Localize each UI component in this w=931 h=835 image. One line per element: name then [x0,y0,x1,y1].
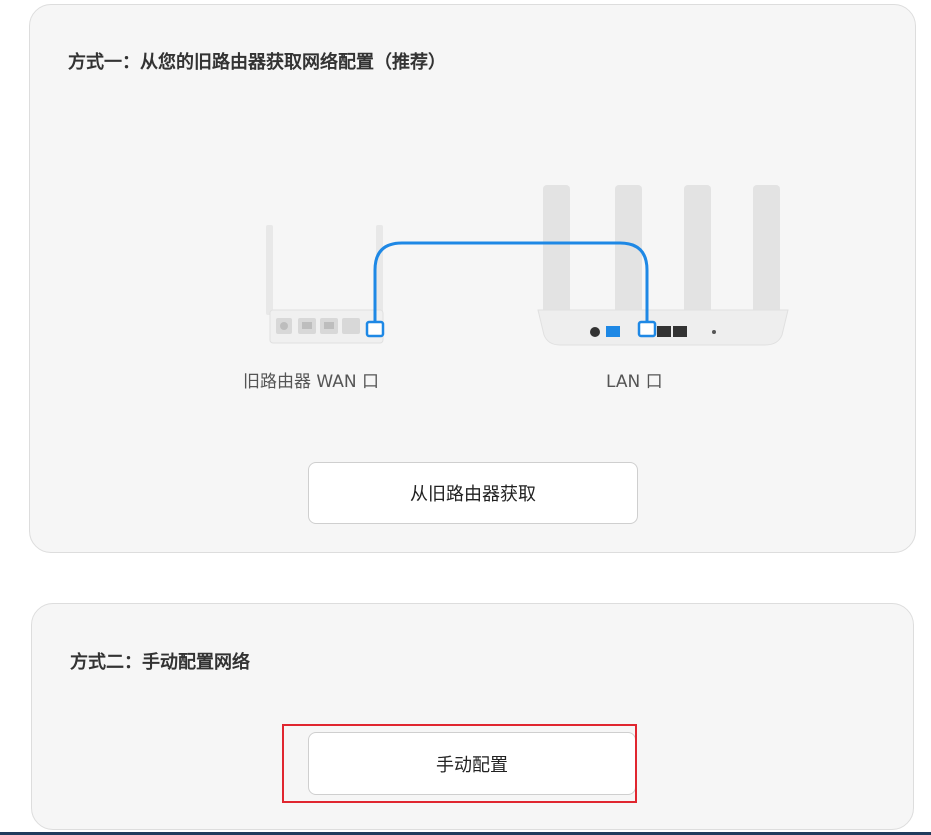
method-one-card: 方式一：从您的旧路由器获取网络配置（推荐） [29,4,916,553]
new-router-icon [537,185,789,346]
router-connection-diagram [266,185,789,346]
bottom-divider [0,832,931,835]
method-one-title: 方式一：从您的旧路由器获取网络配置（推荐） [68,52,446,73]
old-router-wan-label: 旧路由器 WAN 口 [243,372,380,392]
new-router-lan-label: LAN 口 [606,372,663,392]
manual-config-button[interactable]: 手动配置 [308,732,636,795]
get-from-old-router-button[interactable]: 从旧路由器获取 [308,462,638,524]
network-cable-icon [365,241,657,338]
method-two-card: 方式二：手动配置网络 手动配置 [31,603,914,830]
old-router-icon [266,225,384,344]
method-two-title: 方式二：手动配置网络 [70,652,250,673]
